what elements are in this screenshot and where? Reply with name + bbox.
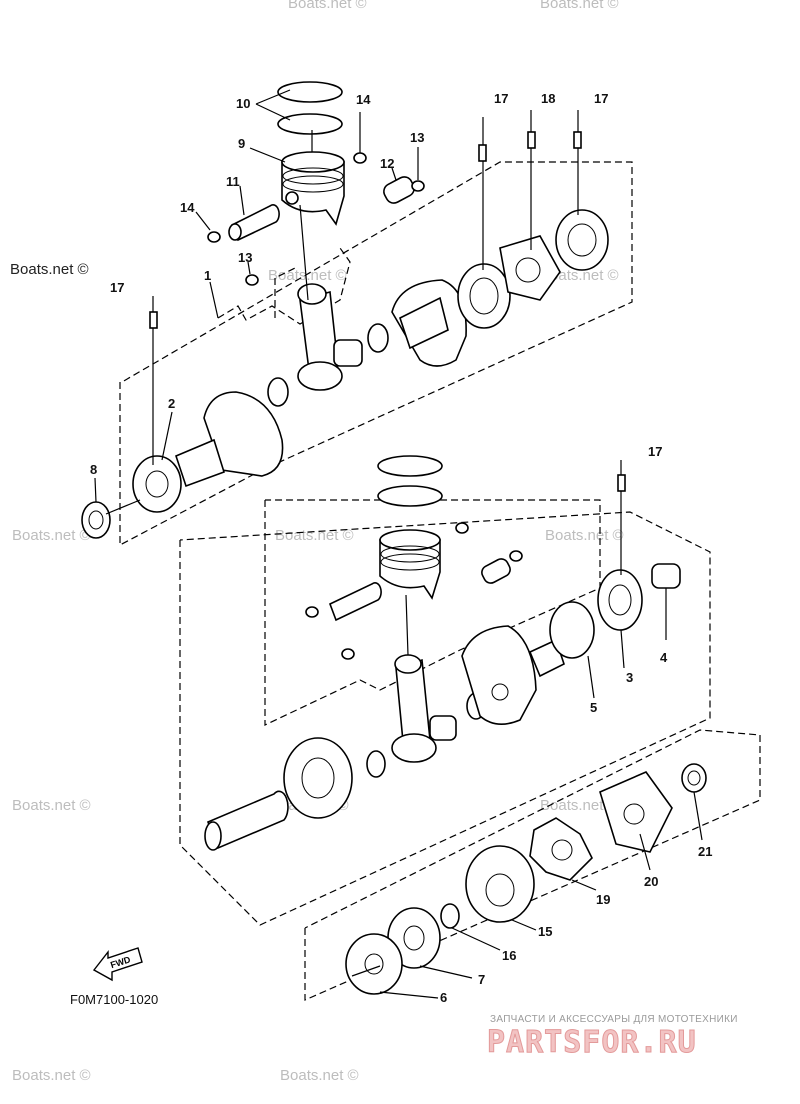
piston-ring xyxy=(277,113,343,135)
ball-bearing xyxy=(555,209,609,271)
lower-crank-assembly xyxy=(204,455,681,851)
watermark-text: Boats.net © xyxy=(268,267,347,284)
dowel-pin xyxy=(527,131,536,149)
shaft-end xyxy=(206,790,289,850)
thrust-washer xyxy=(509,550,523,562)
piston-ring xyxy=(377,455,443,477)
circlip xyxy=(455,522,469,534)
shop-brand-logo: PARTSFOR.RU xyxy=(487,1025,697,1060)
callout-21: 21 xyxy=(698,844,712,859)
watermark-text: Boats.net © xyxy=(12,527,91,544)
crank-web xyxy=(203,391,284,477)
circlip xyxy=(207,231,221,243)
dowel-pin xyxy=(617,474,626,492)
dowel-pin xyxy=(478,144,487,162)
thrust-washer xyxy=(245,274,259,286)
o-ring xyxy=(440,903,460,929)
callout-17: 17 xyxy=(594,91,608,106)
spacer-ring xyxy=(367,323,389,353)
piston-crown xyxy=(281,151,345,173)
fwd-arrow-icon: FWD xyxy=(92,947,143,982)
piston xyxy=(379,539,441,600)
main-bearing xyxy=(132,455,182,513)
callout-14: 14 xyxy=(356,92,371,107)
callout-18: 18 xyxy=(541,91,555,106)
circlip xyxy=(353,152,367,164)
washer xyxy=(345,933,403,995)
piston-ring xyxy=(277,81,343,103)
collar xyxy=(651,563,681,589)
watermark-text-dark: Boats.net © xyxy=(10,261,89,278)
coupling-hub xyxy=(599,771,673,853)
callout-15: 15 xyxy=(538,924,552,939)
callout-7: 7 xyxy=(478,972,485,987)
watermark-text: Boats.net © xyxy=(540,0,619,12)
piston-ring xyxy=(377,485,443,507)
labyrinth-seal xyxy=(499,235,561,301)
thrust-washer xyxy=(341,648,355,660)
circlip xyxy=(549,601,595,659)
shop-watermark: ЗАПЧАСТИ И АКСЕССУАРЫ ДЛЯ МОТОТЕХНИКИ PA… xyxy=(487,1014,738,1061)
callout-11: 11 xyxy=(226,174,240,189)
callout-14: 14 xyxy=(180,200,195,215)
watermark-text: Boats.net © xyxy=(288,0,367,12)
callout-5: 5 xyxy=(590,700,597,715)
callout-3: 3 xyxy=(626,670,633,685)
callout-17: 17 xyxy=(110,280,124,295)
dowel-pin xyxy=(573,131,582,149)
coupling-parts xyxy=(345,763,707,995)
bushing xyxy=(429,715,457,741)
callout-1: 1 xyxy=(204,268,211,283)
callout-9: 9 xyxy=(238,136,245,151)
callout-20: 20 xyxy=(644,874,658,889)
watermark-text: Boats.net © xyxy=(275,527,354,544)
ball-bearing xyxy=(457,263,511,329)
callout-4: 4 xyxy=(660,650,668,665)
ball-bearing xyxy=(597,569,643,631)
thrust-washer xyxy=(411,180,425,192)
watermark-text: Boats.net © xyxy=(540,797,619,814)
callout-16: 16 xyxy=(502,948,516,963)
watermark-text: Boats.net © xyxy=(280,1067,359,1084)
spacer xyxy=(681,763,707,793)
callout-13: 13 xyxy=(410,130,424,145)
callout-19: 19 xyxy=(596,892,610,907)
needle-bearing xyxy=(481,558,511,584)
callout-17: 17 xyxy=(648,444,662,459)
shop-caption: ЗАПЧАСТИ И АКСЕССУАРЫ ДЛЯ МОТОТЕХНИКИ xyxy=(490,1014,738,1025)
crankshaft-end xyxy=(175,438,225,488)
dowel-pin xyxy=(149,311,158,329)
rubber-damper xyxy=(529,817,593,881)
callout-10: 10 xyxy=(236,96,250,111)
leader-lines xyxy=(94,89,703,999)
coupling-flange xyxy=(465,845,535,923)
callout-8: 8 xyxy=(90,462,97,477)
callout-6: 6 xyxy=(440,990,447,1005)
bushing xyxy=(333,339,363,367)
circlip xyxy=(305,606,319,618)
spacer-ring xyxy=(366,750,386,778)
callout-13: 13 xyxy=(238,250,252,265)
callout-12: 12 xyxy=(380,156,394,171)
callout-labels: 10 14 9 13 12 11 14 13 1 17 2 8 17 18 17… xyxy=(90,91,712,1005)
callout-2: 2 xyxy=(168,396,175,411)
needle-bearing xyxy=(383,176,415,204)
watermark-text: Boats.net © xyxy=(12,1067,91,1084)
wrist-pin xyxy=(328,582,382,622)
crank-web xyxy=(283,737,353,819)
crank-web xyxy=(461,625,537,725)
watermark-text: Boats.net © xyxy=(545,527,624,544)
callout-17: 17 xyxy=(494,91,508,106)
spacer-ring xyxy=(267,377,289,407)
wrist-pin xyxy=(230,204,280,242)
watermark-text: Boats.net © xyxy=(12,797,91,814)
upper-crank-assembly xyxy=(81,81,609,539)
diagram-code: F0M7100-1020 xyxy=(70,992,158,1007)
oil-seal xyxy=(81,501,111,539)
